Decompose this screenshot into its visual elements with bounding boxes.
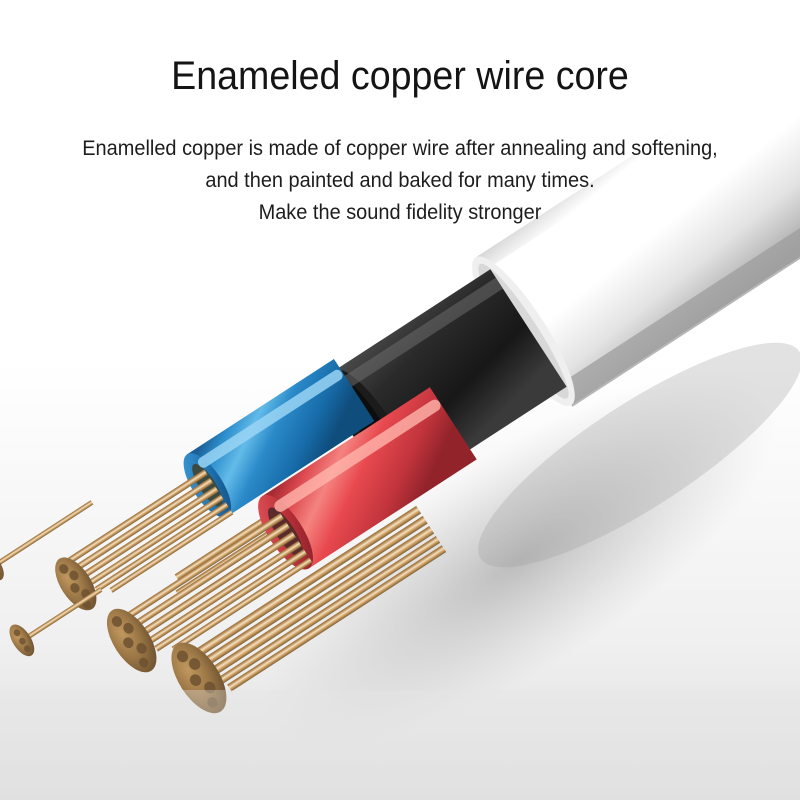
outer-jacket bbox=[475, 0, 800, 406]
stray-single-strands bbox=[0, 500, 103, 657]
red-bundle-cut-end bbox=[106, 608, 157, 673]
cable-ground-shadow bbox=[261, 373, 779, 747]
blue-conductor bbox=[55, 358, 375, 611]
cable-contact-shadow bbox=[478, 342, 800, 568]
outer-jacket-shade bbox=[558, 79, 800, 407]
blue-conductor-body bbox=[187, 358, 375, 517]
red-conductor-specular bbox=[274, 399, 441, 512]
red-conductor bbox=[106, 387, 477, 673]
red-conductor-body bbox=[262, 387, 477, 569]
lower-bundle-cut-end bbox=[171, 642, 227, 714]
bare-copper-bundle-lower bbox=[171, 505, 447, 714]
red-conductor-strands bbox=[126, 513, 313, 652]
shield-sleeve-highlight bbox=[339, 277, 503, 390]
blue-conductor-specular bbox=[197, 369, 343, 468]
blue-conductor-strands bbox=[68, 469, 234, 593]
outer-jacket-highlight bbox=[484, 0, 800, 290]
